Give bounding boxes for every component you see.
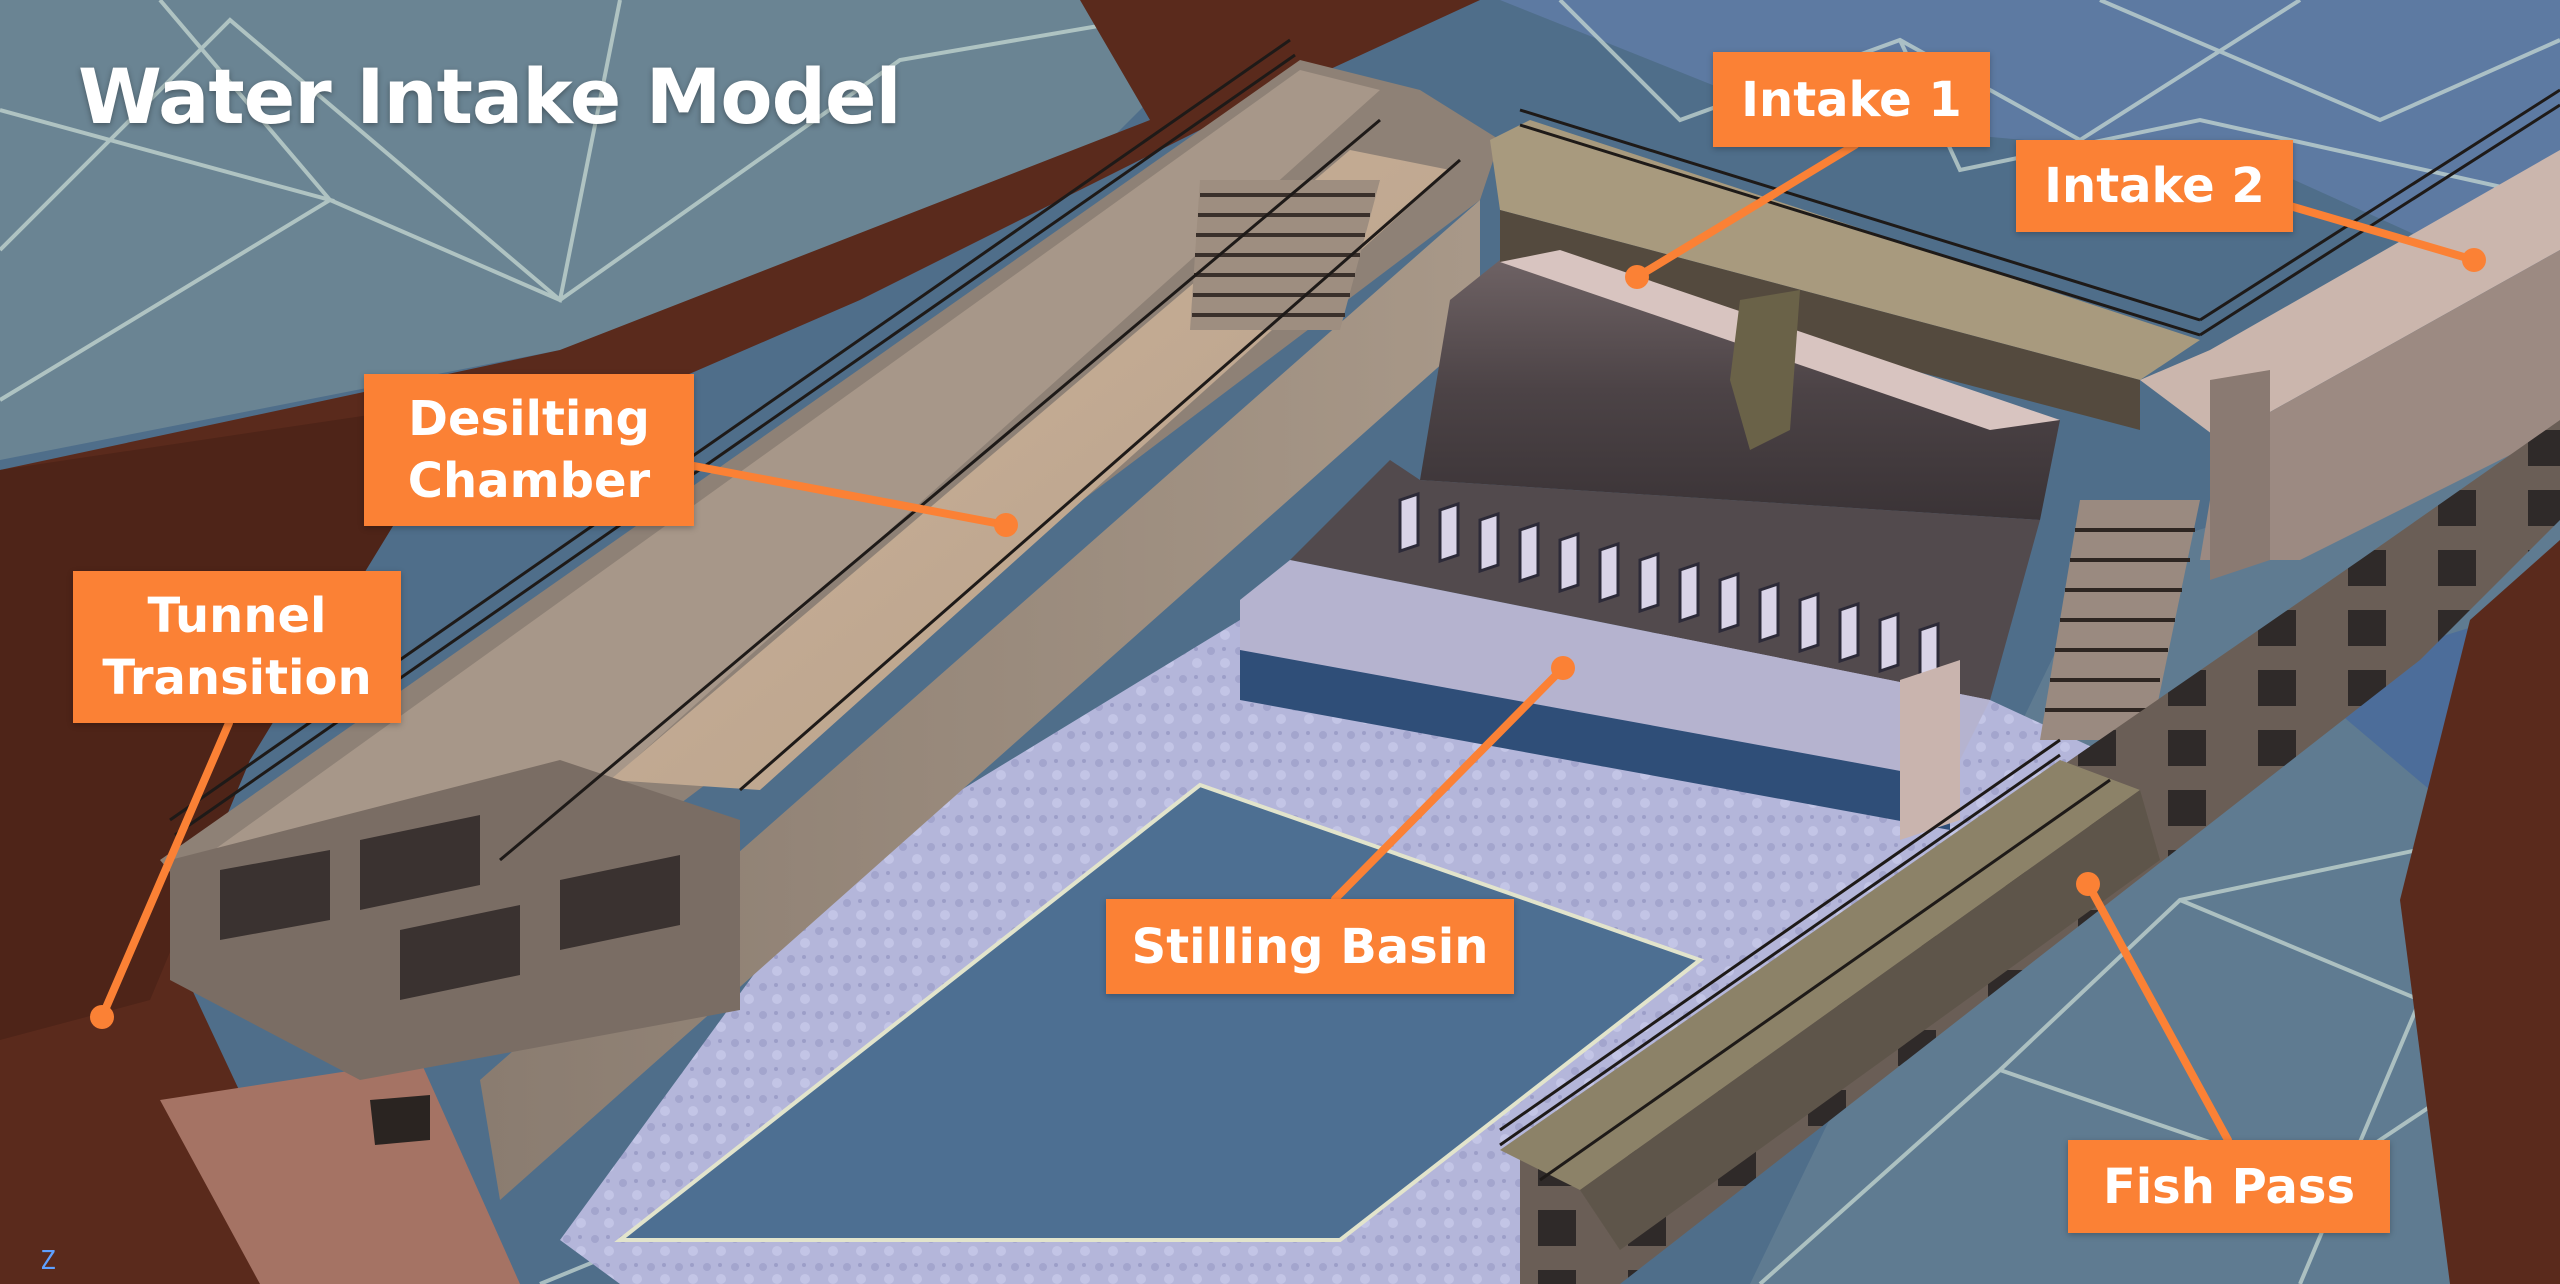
intake-2-wall (2200, 250, 2560, 560)
stilling-basin-label: Stilling Basin (1106, 899, 1514, 994)
intake-pier (2210, 370, 2270, 580)
tunnel-transition-label-line1: Tunnel (147, 588, 327, 644)
outlet-channel (614, 782, 1705, 1242)
intake-2-deck (2140, 150, 2560, 440)
right-staircase (2040, 500, 2200, 740)
terrain-facet (0, 0, 1250, 460)
stilling-basin-label-text: Stilling Basin (1131, 918, 1489, 975)
stilling-sill (1240, 650, 1950, 830)
earth-embankment (2400, 540, 2560, 1284)
tunnel-transition-label: Tunnel Transition (73, 571, 401, 723)
page-title: Water Intake Model (78, 52, 902, 141)
desilting-chamber-label-line2: Chamber (407, 453, 651, 509)
intake-1-label-text: Intake 1 (1741, 71, 1962, 128)
gate-pier (1730, 290, 1800, 450)
tunnel-transition-label-line2: Transition (102, 650, 372, 706)
fish-pass-marker (2076, 872, 2100, 896)
tunnel-transition-marker (90, 1005, 114, 1029)
tunnel-portal (370, 1095, 430, 1145)
callout-leaders (90, 141, 2486, 1144)
intake-1-label: Intake 1 (1713, 52, 1990, 147)
intake-2-label: Intake 2 (2016, 140, 2293, 232)
desilting-chamber-label-line1: Desilting (408, 391, 650, 447)
desilting-chamber-label: Desilting Chamber (364, 374, 694, 526)
stilling-floor (1240, 560, 1990, 780)
baffle-blocks (1398, 491, 1940, 684)
intake-1-marker (1625, 265, 1649, 289)
fish-pass-label-text: Fish Pass (2102, 1158, 2356, 1215)
intake-2-marker (2462, 248, 2486, 272)
z-axis-indicator-icon: Z (40, 1246, 56, 1276)
basin-corner-wall (1900, 660, 1960, 840)
desilting-walkway (200, 70, 1380, 880)
intake-bridge-deck (1490, 120, 2200, 380)
stilling-basin-marker (1551, 656, 1575, 680)
upper-staircase (1190, 180, 1380, 330)
fish-pass-wall (1580, 790, 2160, 1250)
intake-2-label-text: Intake 2 (2044, 158, 2265, 214)
earth-embankment (0, 0, 1480, 1284)
transition-bays (220, 815, 680, 1000)
desilting-chamber-marker (994, 513, 1018, 537)
fish-pass-walkway (1500, 760, 2140, 1190)
fish-pass-label: Fish Pass (2068, 1140, 2390, 1233)
